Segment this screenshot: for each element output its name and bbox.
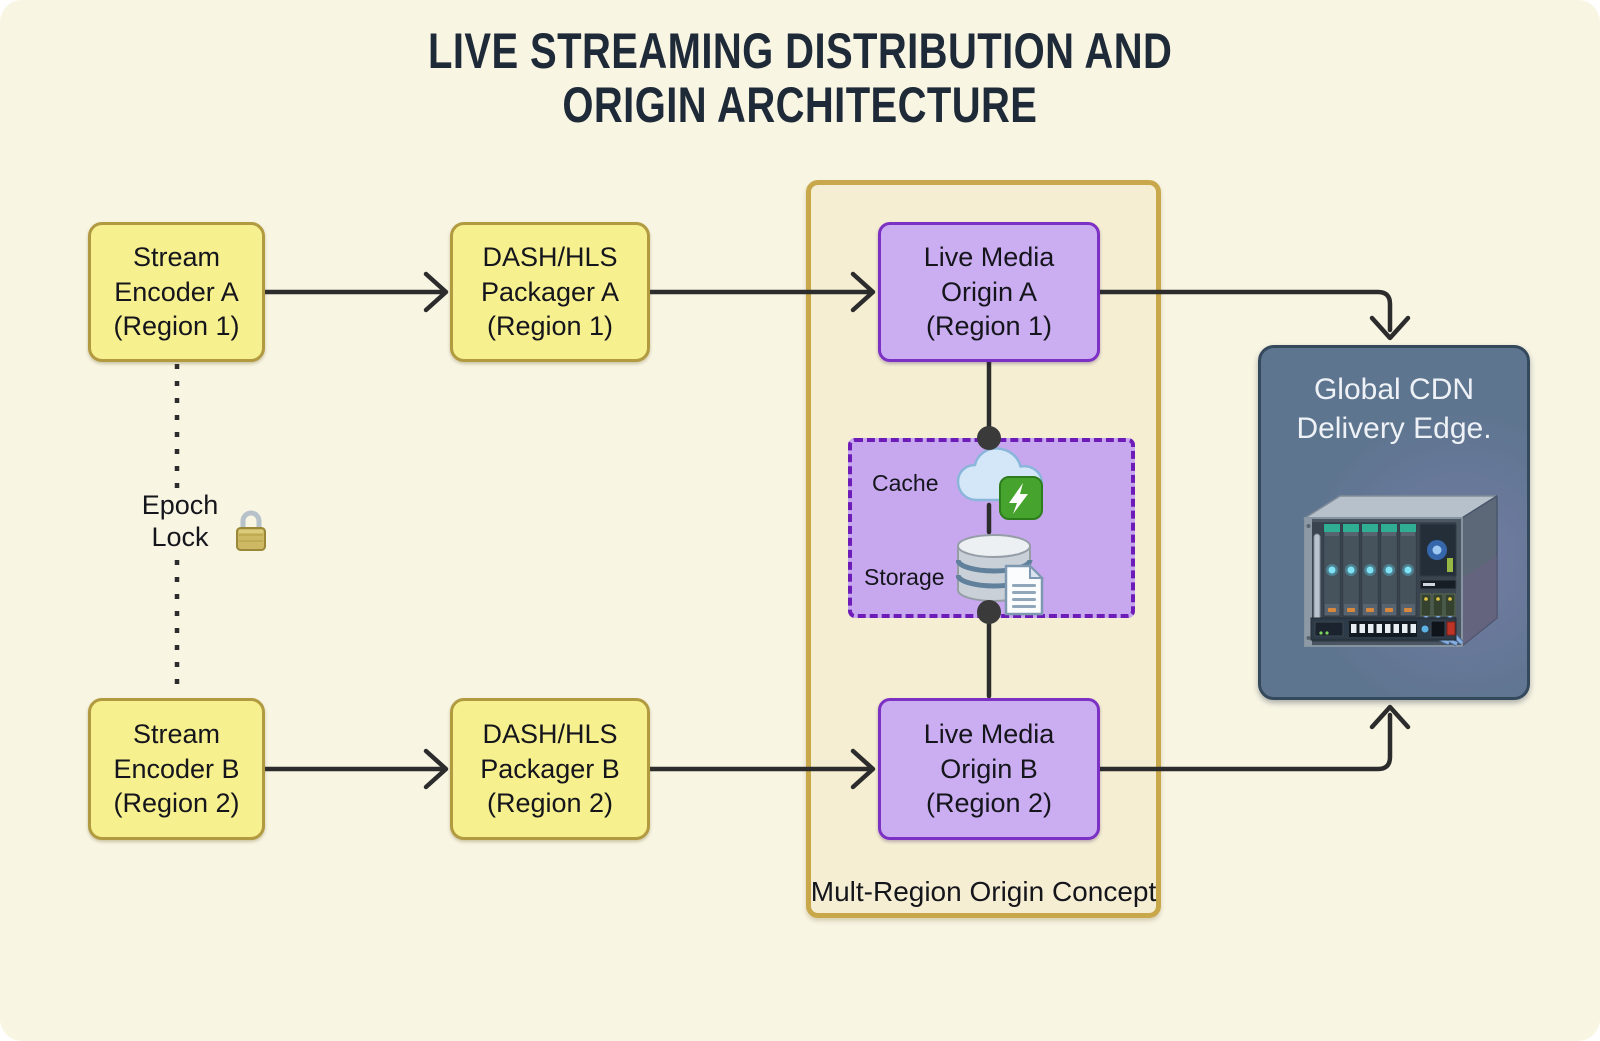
server-rack-illustration bbox=[1302, 494, 1500, 648]
storage-database-icon bbox=[956, 534, 1045, 616]
epoch-lock-label: Epoch Lock bbox=[141, 490, 219, 552]
cache-label: Cache bbox=[872, 470, 939, 496]
arrowhead-origin-a-to-cdn bbox=[1369, 315, 1411, 341]
lightning-badge-icon bbox=[999, 476, 1043, 520]
title-line-1-text: LIVE STREAMING DISTRIBUTION AND bbox=[427, 23, 1173, 79]
arrowhead-encoder-a-to-packager-a bbox=[423, 271, 449, 313]
storage-label: Storage bbox=[864, 564, 945, 590]
cache-storage-group: Cache Storage bbox=[848, 438, 1135, 618]
arrowhead-encoder-b-to-packager-b bbox=[423, 748, 449, 790]
cdn-title: Global CDN Delivery Edge. bbox=[1296, 373, 1492, 445]
container-label: Mult-Region Origin Concept bbox=[810, 876, 1157, 907]
title-line-1: LIVE STREAMING DISTRIBUTION AND bbox=[0, 24, 1600, 78]
arrowhead-origin-b-to-cdn bbox=[1369, 704, 1411, 730]
node-global-cdn-delivery-edge: Global CDN Delivery Edge. bbox=[1258, 345, 1530, 700]
node-live-media-origin-b: Live Media Origin B (Region 2) bbox=[878, 698, 1100, 840]
lock-icon bbox=[236, 510, 266, 551]
cache-cloud-icon bbox=[956, 447, 1044, 520]
node-live-media-origin-a: Live Media Origin A (Region 1) bbox=[878, 222, 1100, 362]
node-dash-hls-packager-b: DASH/HLS Packager B (Region 2) bbox=[450, 698, 650, 840]
storage-document-icon bbox=[1004, 563, 1045, 616]
node-stream-encoder-a: Stream Encoder A (Region 1) bbox=[88, 222, 265, 362]
title-line-2: ORIGIN ARCHITECTURE bbox=[0, 78, 1600, 132]
node-dash-hls-packager-a: DASH/HLS Packager A (Region 1) bbox=[450, 222, 650, 362]
page-title: LIVE STREAMING DISTRIBUTION AND ORIGIN A… bbox=[0, 24, 1600, 132]
title-line-2-text: ORIGIN ARCHITECTURE bbox=[562, 77, 1038, 133]
node-stream-encoder-b: Stream Encoder B (Region 2) bbox=[88, 698, 265, 840]
